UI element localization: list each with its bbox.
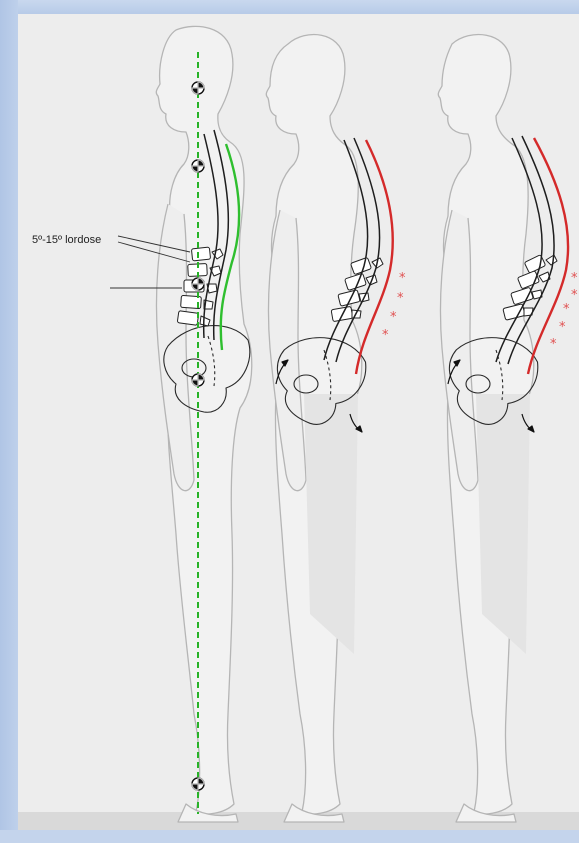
frame-left: [0, 0, 18, 843]
frame-bottom: [0, 830, 579, 843]
figure-leg-shadow: [304, 394, 358, 654]
center-of-gravity-icon: [192, 374, 204, 386]
figure-neutral-posture: [110, 26, 252, 822]
tension-asterisk-icon: * * * * *: [550, 271, 578, 352]
center-of-gravity-icon: [192, 278, 204, 290]
center-of-gravity-icon: [192, 778, 204, 790]
svg-text:*: *: [571, 271, 578, 286]
svg-text:*: *: [390, 310, 397, 325]
svg-text:*: *: [382, 328, 389, 343]
svg-text:*: *: [397, 291, 404, 306]
frame-top: [0, 0, 579, 14]
svg-text:*: *: [563, 302, 570, 317]
svg-text:*: *: [399, 271, 406, 286]
svg-text:*: *: [550, 337, 557, 352]
svg-text:*: *: [559, 320, 566, 335]
center-of-gravity-icon: [192, 160, 204, 172]
center-of-gravity-icon: [192, 82, 204, 94]
abnormal-spinal-curve: [528, 138, 568, 374]
lordosis-annotation-label: 5º-15º lordose: [32, 234, 101, 246]
figure-flat-back-posture: * * * * *: [438, 35, 578, 822]
posture-diagram: * * * *: [18, 14, 579, 830]
figure-sway-back-posture: * * * *: [266, 35, 406, 822]
figure-leg-shadow: [476, 394, 530, 654]
posture-illustration-panel: * * * *: [18, 14, 579, 830]
svg-text:*: *: [571, 288, 578, 303]
